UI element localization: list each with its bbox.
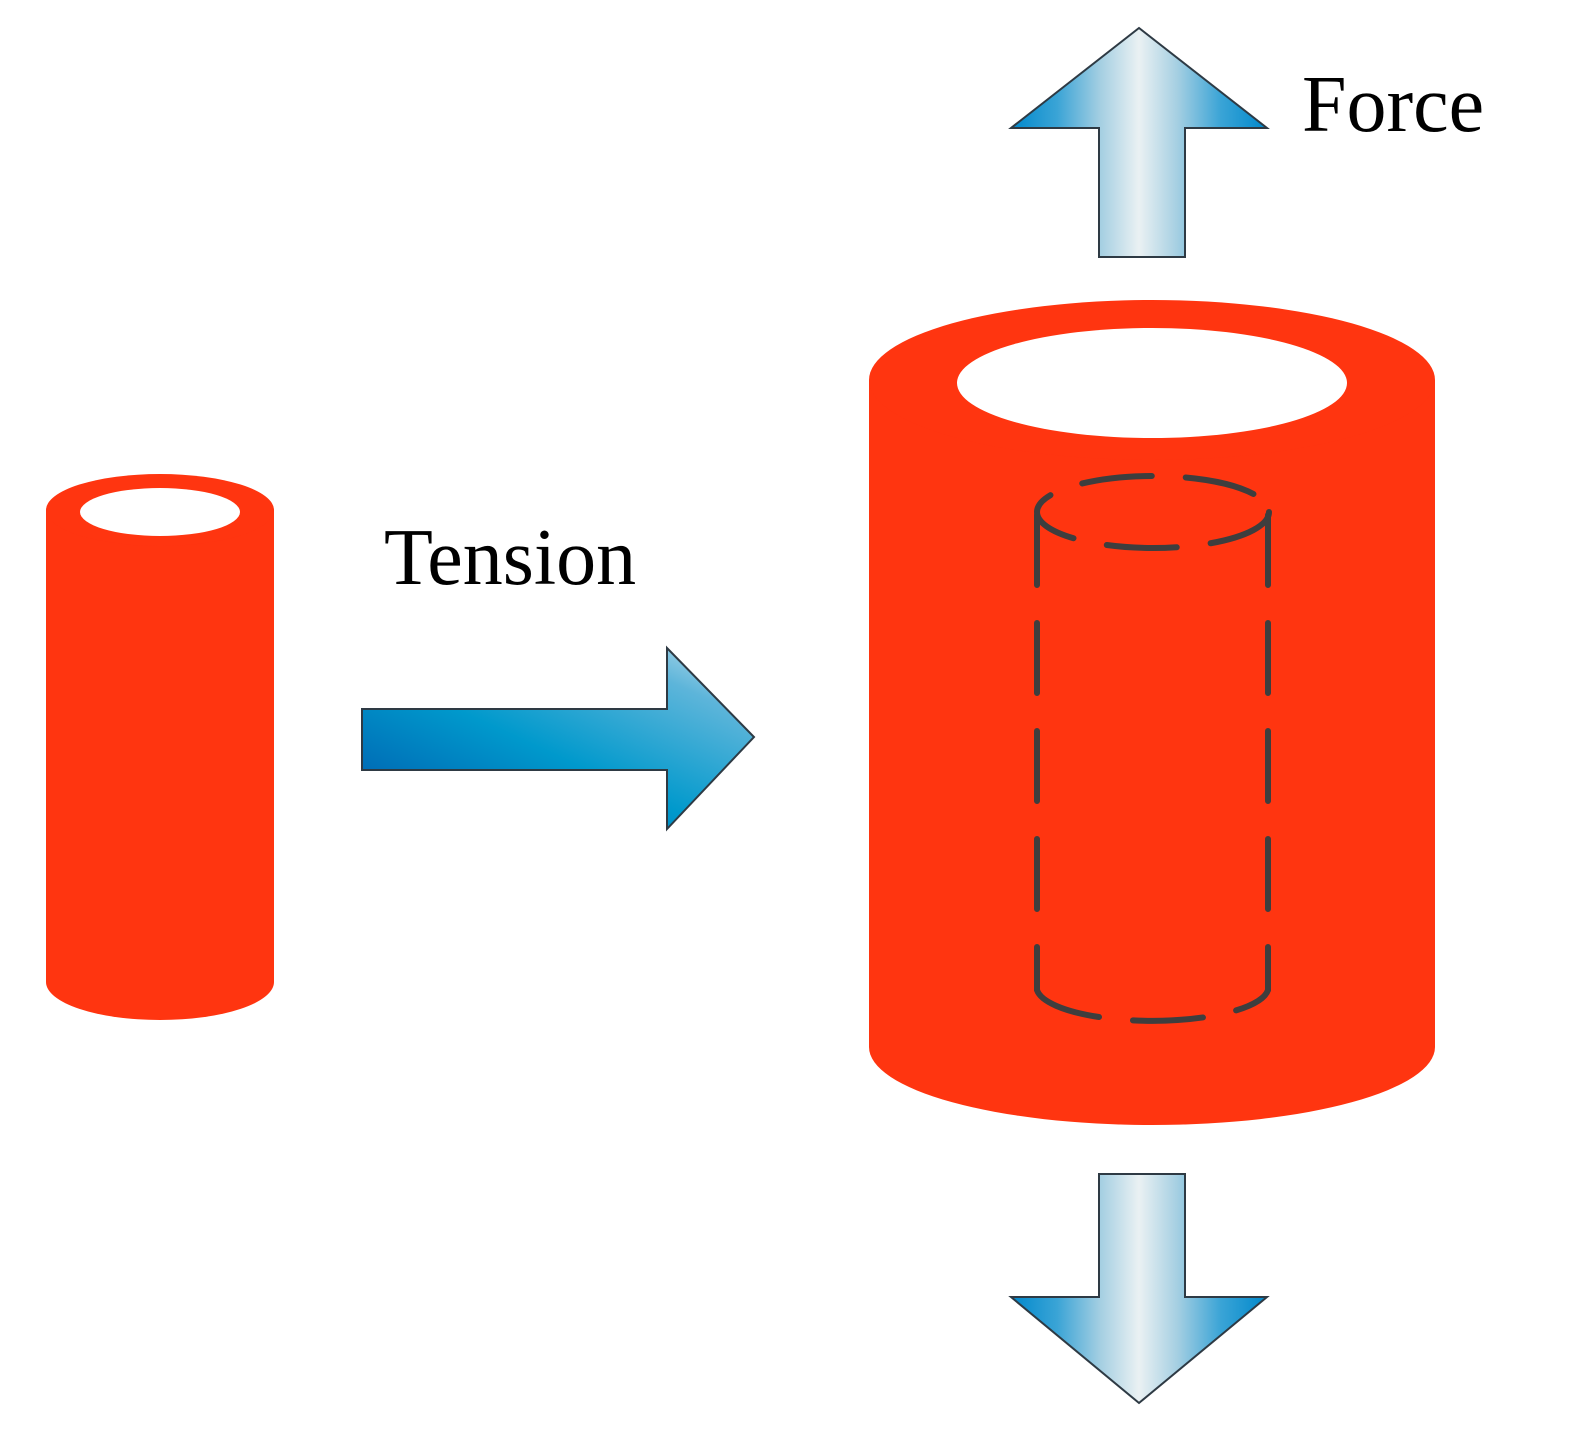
original-cylinder-outline (1034, 473, 1272, 1024)
outline-bottom-arc (1034, 987, 1271, 1024)
small-cylinder-body (46, 510, 274, 982)
force-label: Force (1302, 61, 1484, 149)
small-cylinder-hole (80, 488, 240, 536)
force-down-arrow-icon (1008, 1173, 1270, 1405)
large-cylinder-hole (957, 328, 1347, 438)
large-cylinder-body (869, 380, 1435, 1047)
force-up-arrow-icon (1008, 26, 1270, 258)
small-cylinder (46, 474, 274, 1020)
tension-arrow-icon (361, 645, 756, 832)
tension-label: Tension (384, 514, 636, 602)
large-cylinder (869, 300, 1435, 1125)
